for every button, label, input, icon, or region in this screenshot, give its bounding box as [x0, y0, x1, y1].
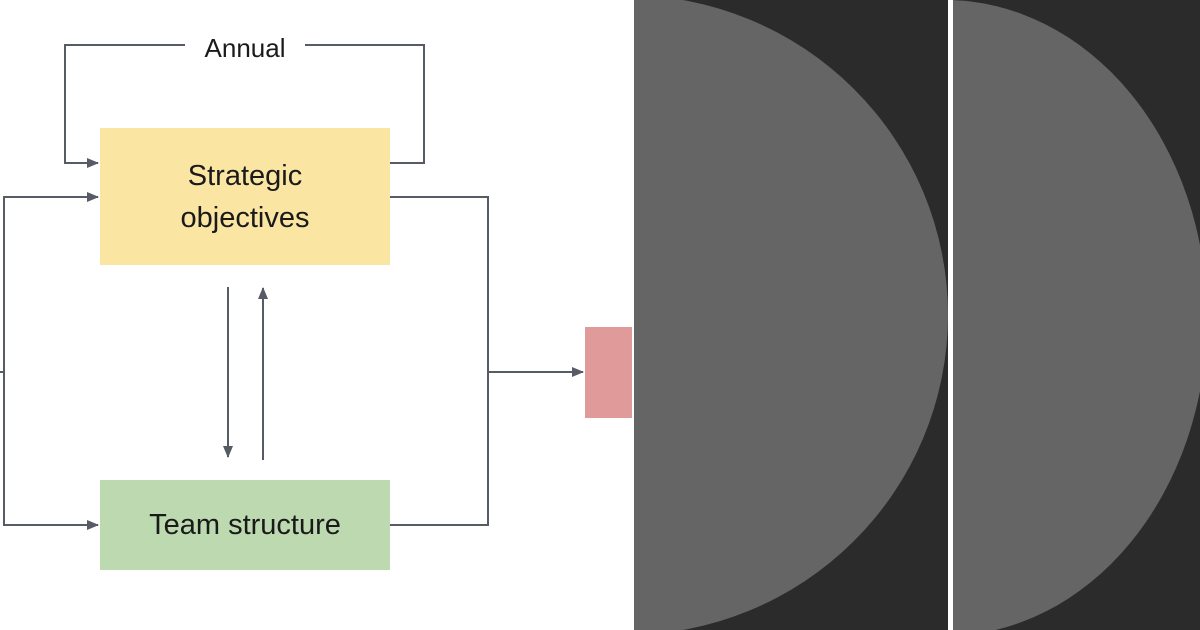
strategic-objectives-node: Strategic objectives [100, 128, 390, 265]
half-circle-shape [634, 0, 948, 630]
panel-divider [948, 0, 953, 630]
annual-label: Annual [185, 30, 305, 66]
strategic-to-output-line [390, 196, 489, 526]
dark-panel-left [634, 0, 948, 630]
strategic-objectives-label: Strategic objectives [180, 159, 310, 234]
panel-right-shape-layer [953, 0, 1200, 630]
output-node [585, 327, 632, 418]
panel-left-shape-layer [634, 0, 948, 630]
dark-panel-right [953, 0, 1200, 630]
team-structure-node: Team structure [100, 480, 390, 570]
left-loop-to-strategic-arrow [0, 192, 99, 373]
left-loop-to-team-arrow [3, 372, 99, 530]
half-circle-shape [953, 0, 1200, 630]
team-structure-label: Team structure [149, 509, 341, 541]
